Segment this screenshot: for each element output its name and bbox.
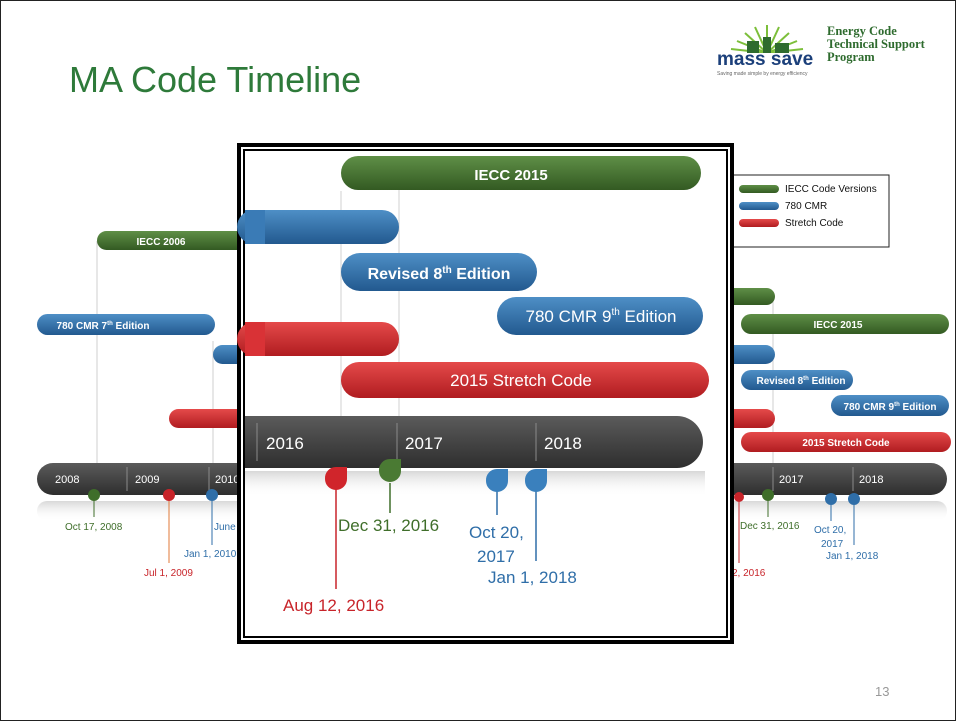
event-marker (206, 489, 218, 501)
legend-label: Stretch Code (785, 218, 844, 229)
bar-780-cmr-9th-right (831, 395, 949, 416)
event-label: 2017 (821, 539, 844, 550)
inset-bar-revised-8th-label: Revised 8th Edition (368, 265, 511, 283)
event-label: Oct 20, (814, 525, 846, 536)
inset-event-label: Aug 12, 2016 (283, 596, 384, 615)
logo-subtext: Saving made simple by energy efficiency (717, 71, 808, 77)
inset-bar-revised-8th (341, 253, 537, 291)
legend-label: IECC Code Versions (785, 184, 877, 195)
inset-axis-reflection (245, 471, 705, 497)
legend-swatch-780-cmr (739, 202, 779, 210)
inset-event-label: Oct 20, (469, 523, 524, 542)
event-marker-jan-1-2018 (524, 468, 547, 492)
bar-stretch-code-left (169, 409, 249, 428)
event-marker (825, 493, 837, 505)
inset-bar-stretch-2015 (341, 362, 709, 398)
event-label: Oct 17, 2008 (65, 522, 123, 533)
event-label: Jan 1, 2018 (826, 551, 879, 562)
bar-780-cmr-9th-right-label: 780 CMR 9th Edition (844, 402, 937, 413)
inset-bar-780-cmr-8th (237, 210, 399, 244)
inset-year-label: 2016 (266, 434, 304, 453)
inset-bar-stretch-2015-label: 2015 Stretch Code (450, 371, 592, 390)
bar-iecc-2015-right (741, 314, 949, 334)
event-label: Jul 1, 2009 (144, 568, 193, 579)
year-label: 2008 (55, 474, 79, 486)
event-marker-dec-31-2016 (378, 458, 401, 482)
legend: IECC Code Versions 780 CMR Stretch Code (732, 174, 890, 248)
event-marker (848, 493, 860, 505)
bar-iecc-2006-label: IECC 2006 (137, 237, 186, 248)
bar-revised-8th-right (741, 370, 853, 390)
mass-save-logo: mass save Saving made simple by energy e… (713, 23, 949, 81)
year-label: 2010 (215, 474, 239, 486)
inset-bar-780-cmr-8th-fill (245, 210, 265, 244)
event-label: 2, 2016 (732, 568, 766, 579)
event-marker (88, 489, 100, 501)
legend-label: 780 CMR (785, 201, 827, 212)
inset-bar-iecc-2015-label: IECC 2015 (474, 167, 547, 184)
inset-bar-iecc-2015 (341, 156, 701, 190)
year-label: 2009 (135, 474, 159, 486)
inset-event-label: 2017 (477, 547, 515, 566)
event-marker-oct-20-2017 (485, 468, 508, 492)
inset-bar-780-cmr-9th (497, 297, 703, 335)
bar-stretch-2015-right-label: 2015 Stretch Code (802, 438, 890, 449)
bar-stretch-code-right-short (721, 409, 775, 428)
bar-stretch-2015-right (741, 432, 951, 452)
logo-program-line: Program (827, 50, 875, 64)
sunburst-logo-icon (730, 25, 804, 53)
logo-brand: mass save (717, 49, 814, 70)
inset-bar-stretch-code-prior-fill (245, 322, 265, 356)
inset-year-label: 2017 (405, 434, 443, 453)
inset-bar-780-cmr-9th-label: 780 CMR 9th Edition (525, 307, 676, 326)
inset-year-label: 2018 (544, 434, 582, 453)
bar-iecc-2006 (97, 231, 247, 250)
slide-title: MA Code Timeline (69, 59, 362, 100)
event-marker-aug-12-2016 (324, 466, 347, 490)
event-marker (734, 492, 744, 502)
event-label: Dec 31, 2016 (740, 521, 800, 532)
year-label: 2018 (859, 474, 883, 486)
event-marker (762, 489, 774, 501)
legend-swatch-iecc (739, 185, 779, 193)
year-label: 2017 (779, 474, 803, 486)
zoom-inset: IECC 2015 Revised 8th Edition 780 CMR 9t… (237, 143, 734, 644)
legend-swatch-stretch (739, 219, 779, 227)
inset-event-label: Jan 1, 2018 (488, 568, 577, 587)
inset-axis (245, 416, 703, 468)
inset-event-label: Dec 31, 2016 (338, 516, 439, 535)
logo-program-text: Energy Code Technical Support Program (827, 25, 925, 64)
bar-iecc-2012-right (721, 288, 775, 305)
page-number: 13 (875, 684, 890, 699)
bar-780-cmr-7th-label: 780 CMR 7th Edition (57, 321, 150, 332)
event-label: Jan 1, 2010 (184, 549, 237, 560)
inset-bar-stretch-code-prior (237, 322, 399, 356)
event-marker (163, 489, 175, 501)
logo-program-line: Technical Support (827, 37, 925, 51)
bar-780-cmr-8th-right (721, 345, 775, 364)
bar-iecc-2015-right-label: IECC 2015 (814, 320, 863, 331)
logo-program-line: Energy Code (827, 24, 897, 38)
bar-revised-8th-right-label: Revised 8th Edition (756, 376, 845, 387)
bar-780-cmr-7th (37, 314, 215, 335)
event-label: June (214, 522, 236, 533)
